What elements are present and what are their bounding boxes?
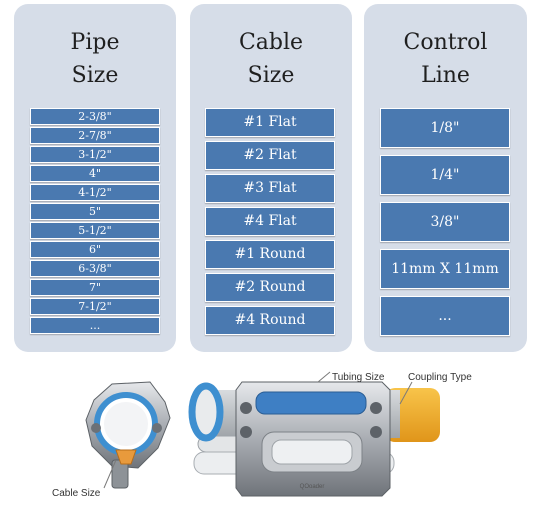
cable-protector-illustration: QOoader Tubing Size Coupling Type Cable … bbox=[52, 371, 472, 499]
pipe-size-option[interactable]: 3-1/2" bbox=[30, 146, 160, 163]
pipe-size-option[interactable]: 7" bbox=[30, 279, 160, 296]
cable-size-option[interactable]: #3 Flat bbox=[205, 174, 335, 203]
control-line-title: Control Line bbox=[364, 26, 527, 92]
control-line-option[interactable]: 1/4" bbox=[380, 155, 510, 195]
pipe-size-option[interactable]: 5" bbox=[30, 203, 160, 220]
pipe-size-option[interactable]: 6" bbox=[30, 241, 160, 258]
pipe-size-option[interactable]: 4-1/2" bbox=[30, 184, 160, 201]
control-line-option[interactable]: 3/8" bbox=[380, 202, 510, 242]
control-line-panel: Control Line 1/8" 1/4" 3/8" 11mm X 11mm … bbox=[364, 4, 527, 352]
pipe-size-option[interactable]: 2-7/8" bbox=[30, 127, 160, 144]
pipe-size-option[interactable]: 2-3/8" bbox=[30, 108, 160, 125]
control-line-title-line2: Line bbox=[421, 63, 470, 88]
side-view-protector: QOoader bbox=[188, 381, 440, 497]
control-line-option[interactable]: 11mm X 11mm bbox=[380, 249, 510, 289]
control-line-title-line1: Control bbox=[403, 30, 488, 55]
brand-label: QOoader bbox=[300, 484, 325, 490]
control-line-option[interactable]: ... bbox=[380, 296, 510, 336]
cable-size-option[interactable]: #2 Round bbox=[205, 273, 335, 302]
cable-size-label: Cable Size bbox=[52, 488, 101, 499]
cable-size-title-line1: Cable bbox=[238, 30, 304, 55]
callout-lines bbox=[103, 371, 413, 489]
pipe-size-panel: Pipe Size 2-3/8" 2-7/8" 3-1/2" 4" 4-1/2"… bbox=[14, 4, 176, 352]
pipe-size-title: Pipe Size bbox=[14, 26, 176, 92]
cable-size-option[interactable]: #4 Flat bbox=[205, 207, 335, 236]
pipe-size-title-line1: Pipe bbox=[70, 30, 120, 55]
cable-size-option[interactable]: #4 Round bbox=[205, 306, 335, 335]
pipe-size-title-line2: Size bbox=[71, 63, 119, 88]
end-view-clamp bbox=[85, 381, 171, 489]
pipe-size-option[interactable]: ... bbox=[30, 317, 160, 334]
cable-size-panel: Cable Size #1 Flat #2 Flat #3 Flat #4 Fl… bbox=[190, 4, 352, 352]
pipe-size-option[interactable]: 6-3/8" bbox=[30, 260, 160, 277]
cable-size-title: Cable Size bbox=[190, 26, 352, 92]
pipe-size-option[interactable]: 7-1/2" bbox=[30, 298, 160, 315]
tubing-size-label: Tubing Size bbox=[332, 372, 385, 383]
coupling-type-label: Coupling Type bbox=[408, 372, 472, 383]
pipe-size-option[interactable]: 5-1/2" bbox=[30, 222, 160, 239]
cable-size-option[interactable]: #2 Flat bbox=[205, 141, 335, 170]
cable-size-title-line2: Size bbox=[247, 63, 295, 88]
control-line-option[interactable]: 1/8" bbox=[380, 108, 510, 148]
cable-size-option[interactable]: #1 Round bbox=[205, 240, 335, 269]
cable-size-option[interactable]: #1 Flat bbox=[205, 108, 335, 137]
pipe-size-option[interactable]: 4" bbox=[30, 165, 160, 182]
